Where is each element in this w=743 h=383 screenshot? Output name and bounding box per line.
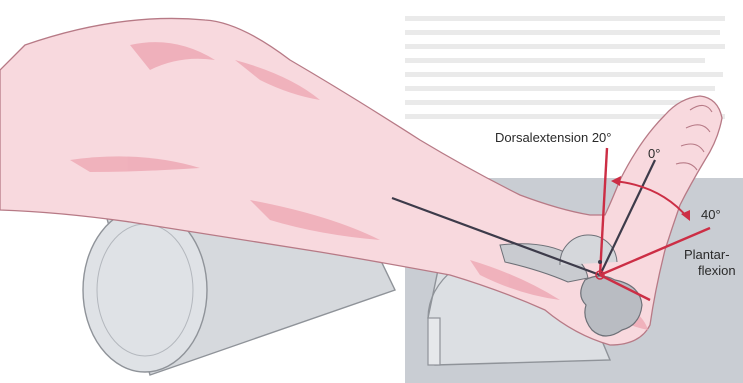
neutral-angle-label: 0°	[648, 146, 660, 161]
plantar-label-line1: Plantar-	[684, 247, 730, 262]
dorsal-extension-label: Dorsalextension 20°	[495, 130, 612, 145]
plantar-label-line2: flexion	[698, 263, 736, 278]
forty-degree-label: 40°	[701, 207, 721, 222]
